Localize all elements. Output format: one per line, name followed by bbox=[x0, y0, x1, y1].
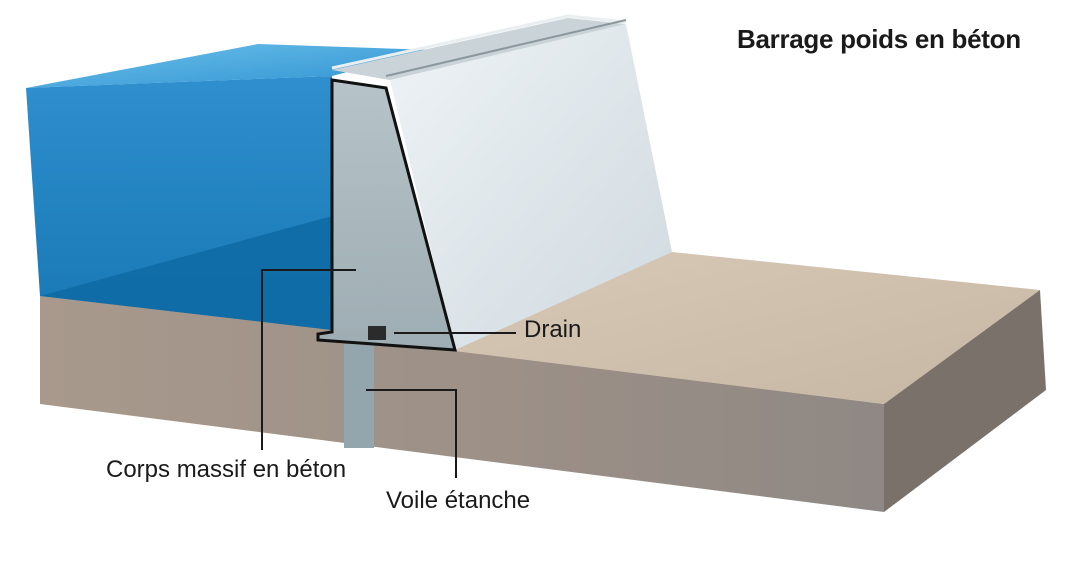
reservoir-water bbox=[26, 44, 432, 330]
ground-side-face bbox=[884, 290, 1046, 512]
grout-curtain bbox=[344, 344, 374, 448]
dam-cross-section bbox=[316, 78, 457, 352]
label-corps-massif: Corps massif en béton bbox=[106, 456, 347, 483]
ground-front-face bbox=[40, 296, 884, 512]
drain-gallery bbox=[368, 326, 386, 340]
ground-top-face bbox=[446, 252, 1040, 404]
label-drain: Drain bbox=[524, 316, 582, 343]
dam bbox=[316, 14, 672, 448]
leader-lines bbox=[261, 269, 516, 478]
dam-crest-rail-front bbox=[385, 19, 627, 77]
diagram-title: Barrage poids en béton bbox=[737, 24, 1021, 54]
water-surface bbox=[26, 44, 432, 88]
dam-crest-rail bbox=[331, 14, 627, 70]
ground bbox=[40, 252, 1046, 512]
dam-downstream-face bbox=[390, 24, 672, 350]
label-voile-etanche: Voile étanche bbox=[386, 487, 531, 514]
leader-voile bbox=[366, 389, 457, 478]
leader-corps bbox=[261, 269, 356, 450]
dam-crest bbox=[332, 18, 626, 80]
water-deep-zone bbox=[40, 216, 332, 330]
